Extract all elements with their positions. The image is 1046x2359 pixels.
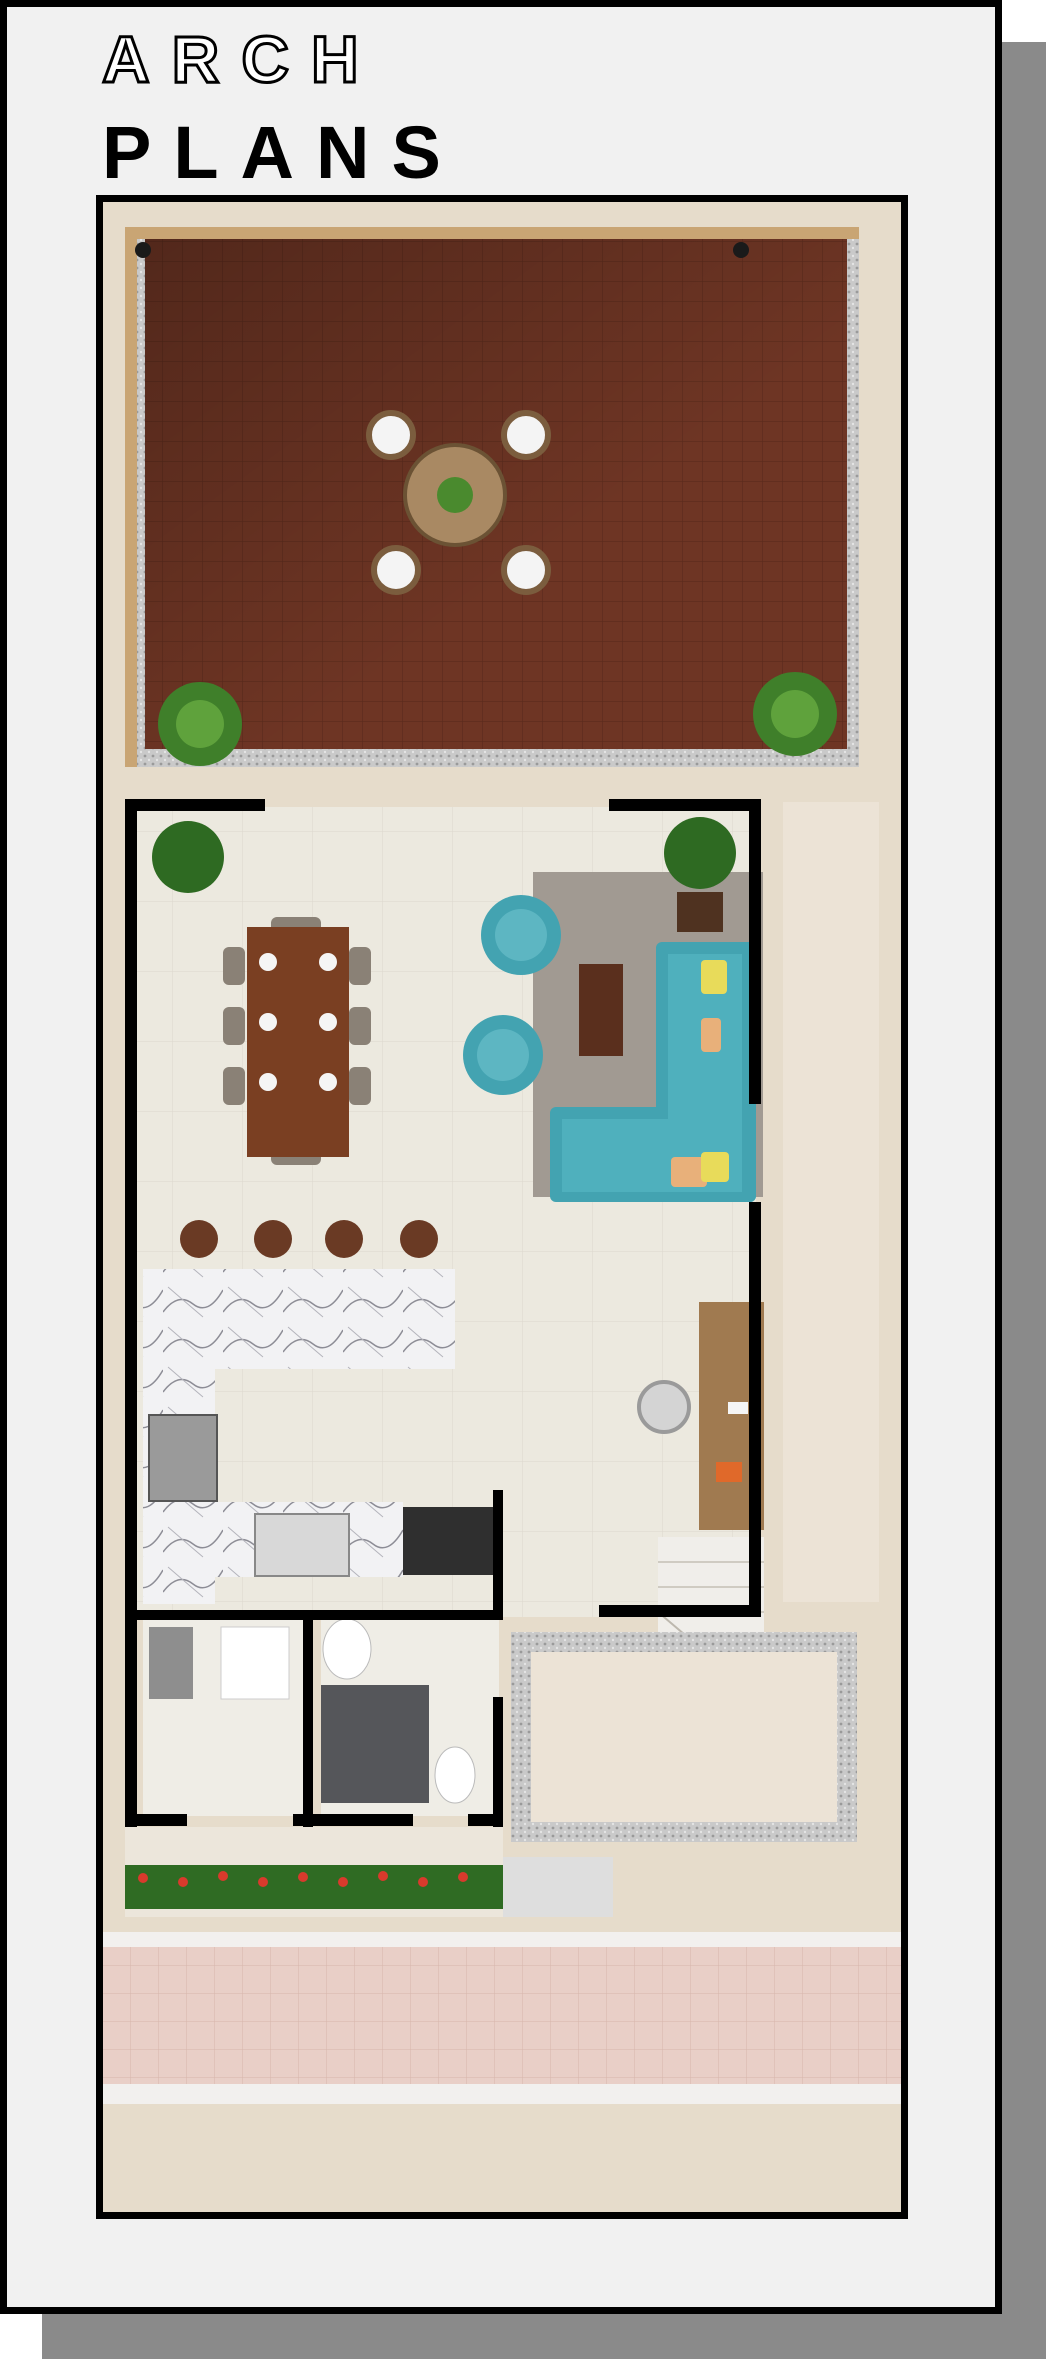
refrigerator: [403, 1507, 497, 1575]
terrace: [125, 227, 859, 767]
terrace-plant-right: [753, 672, 837, 756]
bathroom: [321, 1618, 499, 1816]
laundry-room: [143, 1620, 303, 1816]
sidewalk: [103, 1947, 901, 2084]
title-line-outline: ARCH: [101, 22, 381, 96]
armchair-bottom: [463, 1015, 543, 1095]
coffee-table: [579, 964, 623, 1056]
round-table-with-four-chairs: [366, 410, 551, 595]
floor-plan-drawing: [103, 202, 901, 2212]
terrace-plant-left: [158, 682, 242, 766]
flower-bed: [125, 1865, 503, 1909]
kitchen-stools: [180, 1220, 438, 1258]
dining-table-with-eight-chairs: [223, 917, 371, 1165]
walls: [125, 799, 761, 1827]
title-line-solid: PLANS: [102, 111, 463, 194]
kitchen-sink: [254, 1513, 350, 1577]
living-plant: [664, 817, 736, 889]
armchair-top: [481, 895, 561, 975]
side-table: [677, 892, 723, 932]
l-shaped-sofa: [550, 942, 756, 1202]
dining-plant: [152, 821, 224, 893]
floor-plan: [96, 195, 908, 2219]
cooktop: [148, 1414, 218, 1502]
